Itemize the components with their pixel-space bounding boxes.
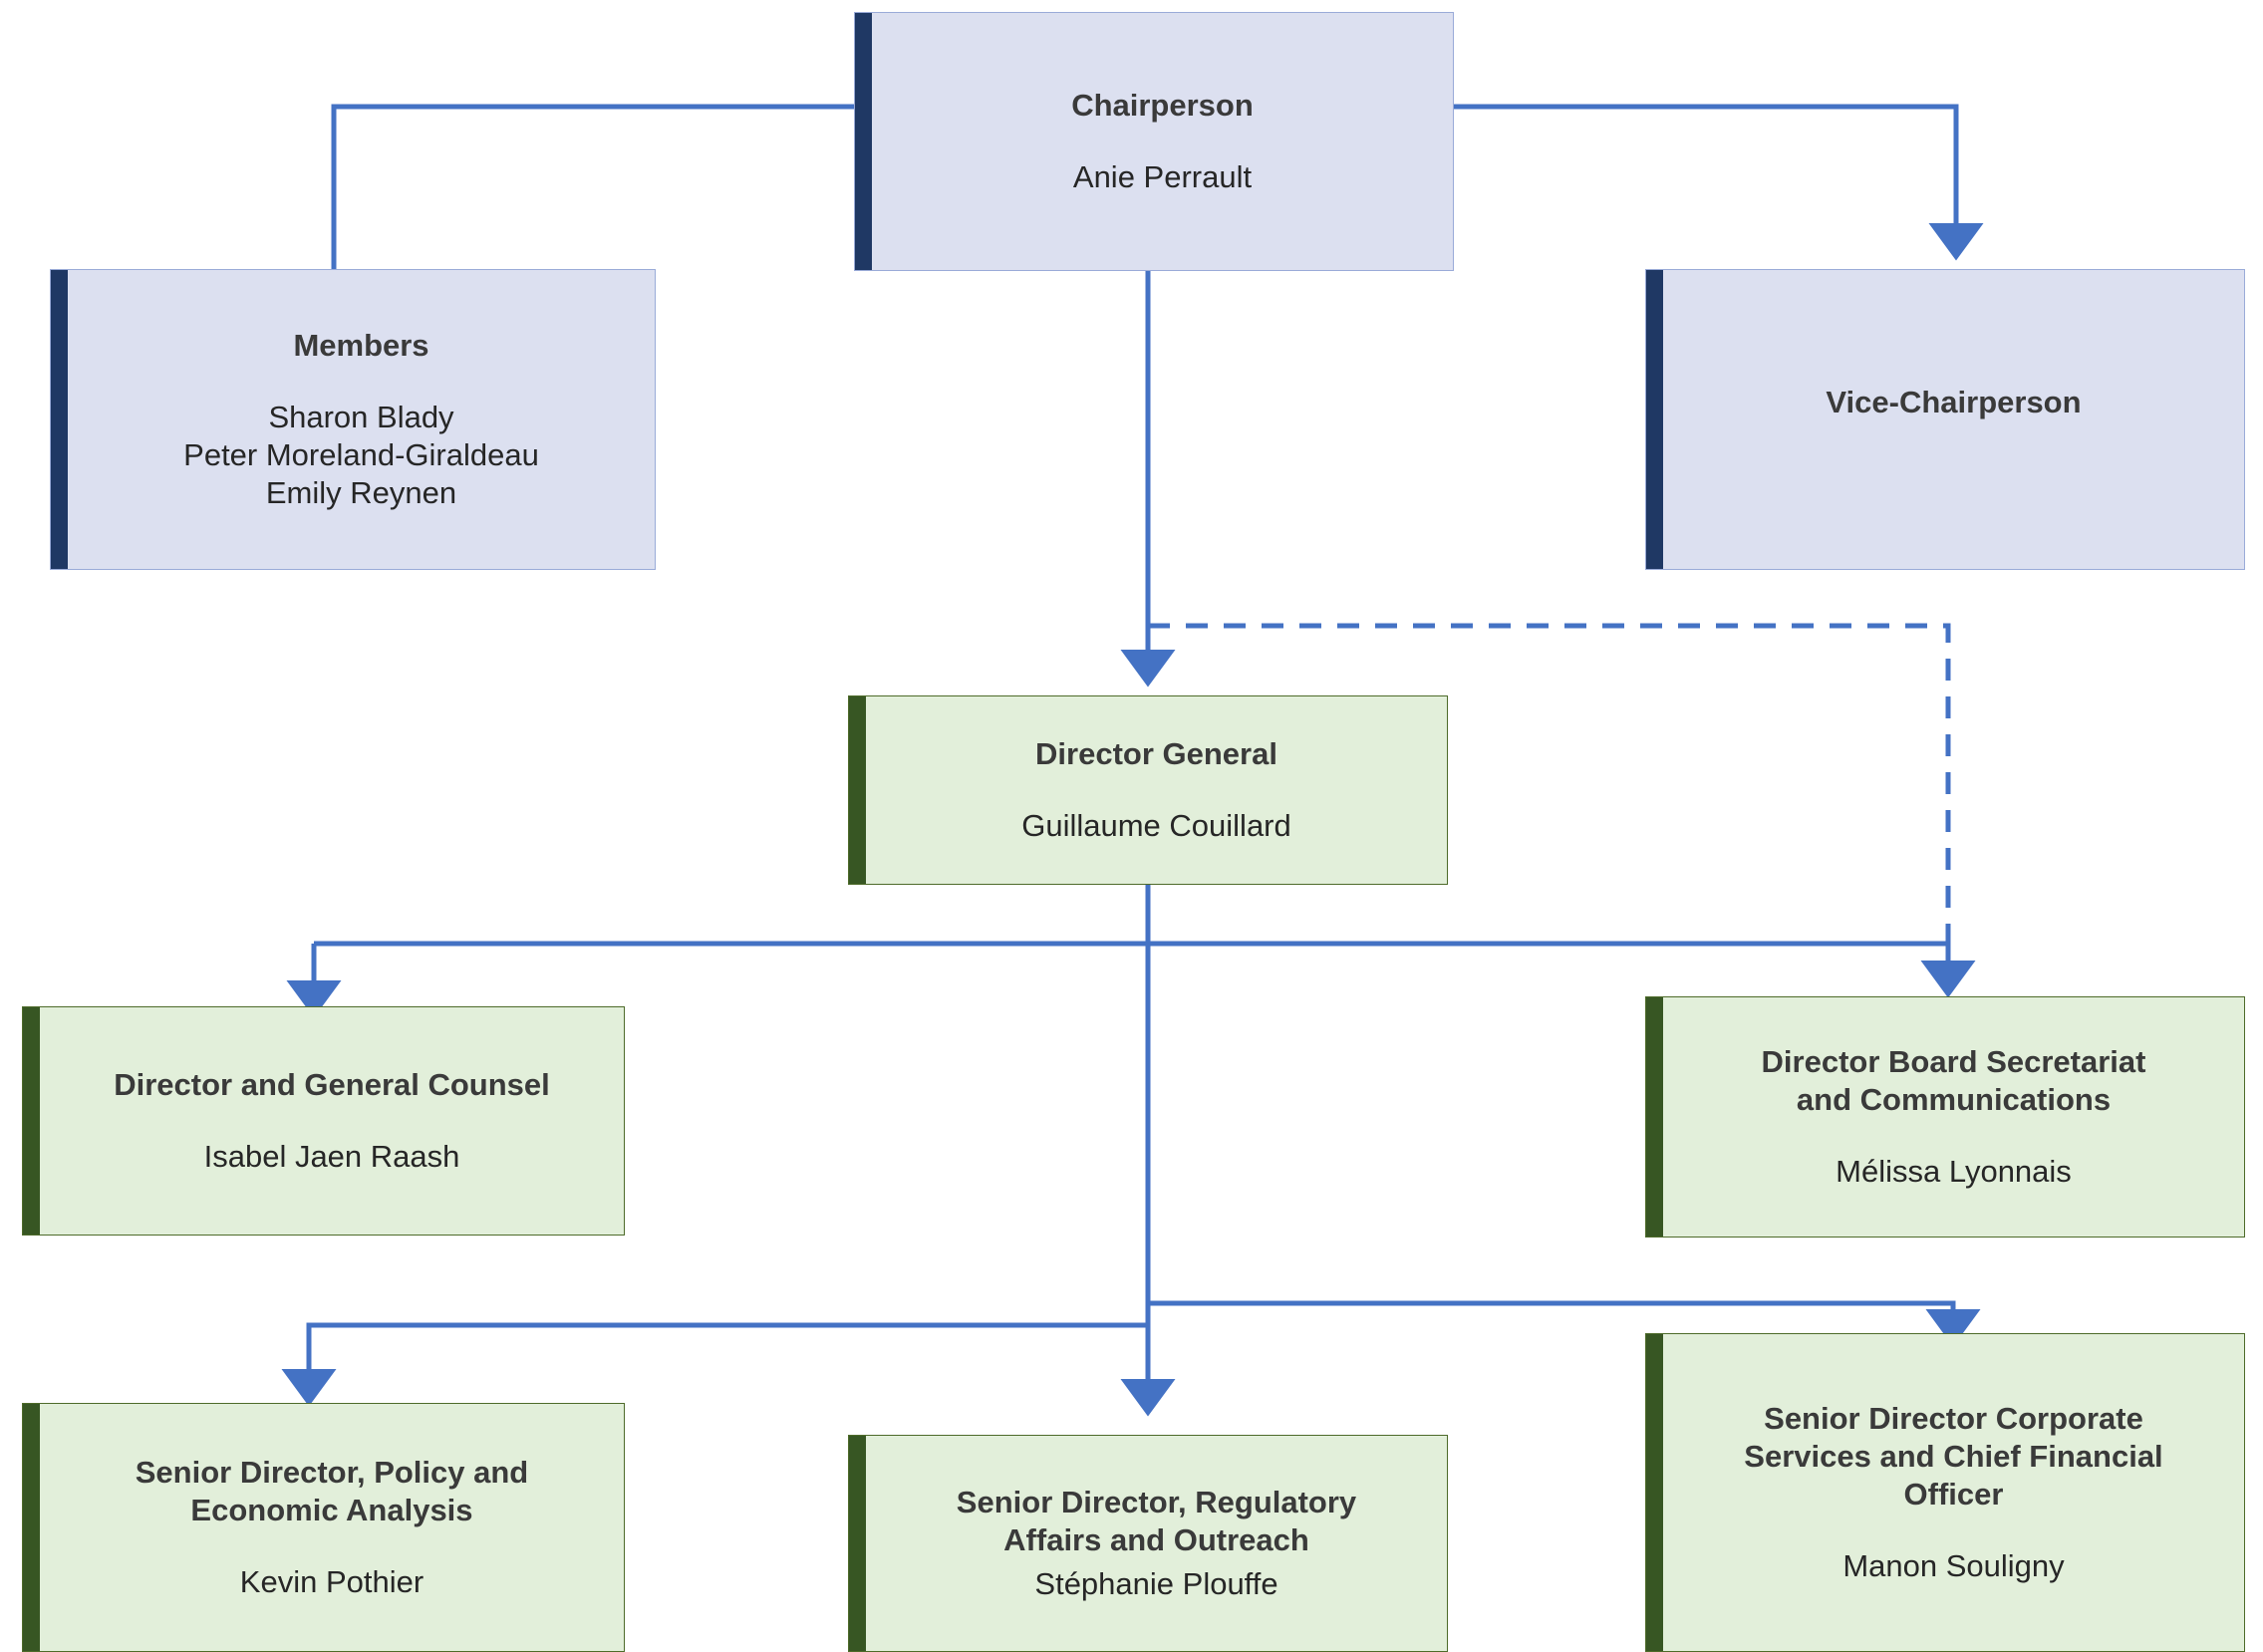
- node-members[interactable]: Members Sharon Blady Peter Moreland-Gira…: [50, 269, 656, 570]
- board-secretariat-accent-bar: [1646, 997, 1663, 1237]
- link-bus-row3-left: [281, 1322, 1148, 1407]
- chairperson-accent-bar: [855, 13, 872, 270]
- link-chairperson-to-vice-chairperson: [1454, 104, 1984, 261]
- vice-chairperson-accent-bar: [1646, 270, 1663, 569]
- node-board-secretariat[interactable]: Director Board Secretariat and Communica…: [1645, 996, 2245, 1238]
- link-chairperson-to-members: [331, 104, 854, 269]
- board-secretariat-title: Director Board Secretariat and Communica…: [1761, 1044, 2146, 1118]
- board-secretariat-person: Mélissa Lyonnais: [1836, 1153, 2072, 1189]
- node-regulatory-affairs-outreach[interactable]: Senior Director, Regulatory Affairs and …: [848, 1435, 1448, 1652]
- policy-economic-title: Senior Director, Policy and Economic Ana…: [135, 1455, 529, 1528]
- director-general-person: Guillaume Couillard: [1021, 808, 1291, 843]
- general-counsel-person: Isabel Jaen Raash: [203, 1139, 460, 1174]
- chairperson-person: Anie Perrault: [1072, 159, 1253, 194]
- node-corporate-services-cfo[interactable]: Senior Director Corporate Services and C…: [1645, 1333, 2245, 1652]
- regulatory-affairs-person: Stéphanie Plouffe: [1034, 1565, 1278, 1601]
- director-general-accent-bar: [849, 696, 866, 884]
- chairperson-title: Chairperson: [1071, 88, 1254, 124]
- members-person-list: Sharon Blady Peter Moreland-Giraldeau Em…: [183, 400, 539, 510]
- general-counsel-title: Director and General Counsel: [114, 1067, 550, 1103]
- node-general-counsel[interactable]: Director and General Counsel Isabel Jaen…: [22, 1006, 625, 1236]
- members-title: Members: [293, 328, 429, 364]
- corporate-services-person: Manon Souligny: [1842, 1547, 2065, 1583]
- policy-economic-person: Kevin Pothier: [239, 1563, 424, 1599]
- link-bus-row3-right: [1148, 1300, 1981, 1347]
- vice-chairperson-title: Vice-Chairperson: [1826, 385, 2082, 420]
- node-vice-chairperson[interactable]: Vice-Chairperson: [1645, 269, 2245, 570]
- general-counsel-accent-bar: [23, 1007, 40, 1235]
- members-accent-bar: [51, 270, 68, 569]
- director-general-title: Director General: [1035, 736, 1277, 772]
- node-chairperson[interactable]: Chairperson Anie Perrault: [854, 12, 1454, 271]
- corporate-services-accent-bar: [1646, 1334, 1663, 1651]
- regulatory-affairs-title: Senior Director, Regulatory Affairs and …: [956, 1485, 1357, 1558]
- corporate-services-title: Senior Director Corporate Services and C…: [1744, 1401, 2163, 1512]
- node-policy-economic-analysis[interactable]: Senior Director, Policy and Economic Ana…: [22, 1403, 625, 1652]
- node-director-general[interactable]: Director General Guillaume Couillard: [848, 695, 1448, 885]
- policy-economic-accent-bar: [23, 1404, 40, 1651]
- regulatory-affairs-accent-bar: [849, 1436, 866, 1651]
